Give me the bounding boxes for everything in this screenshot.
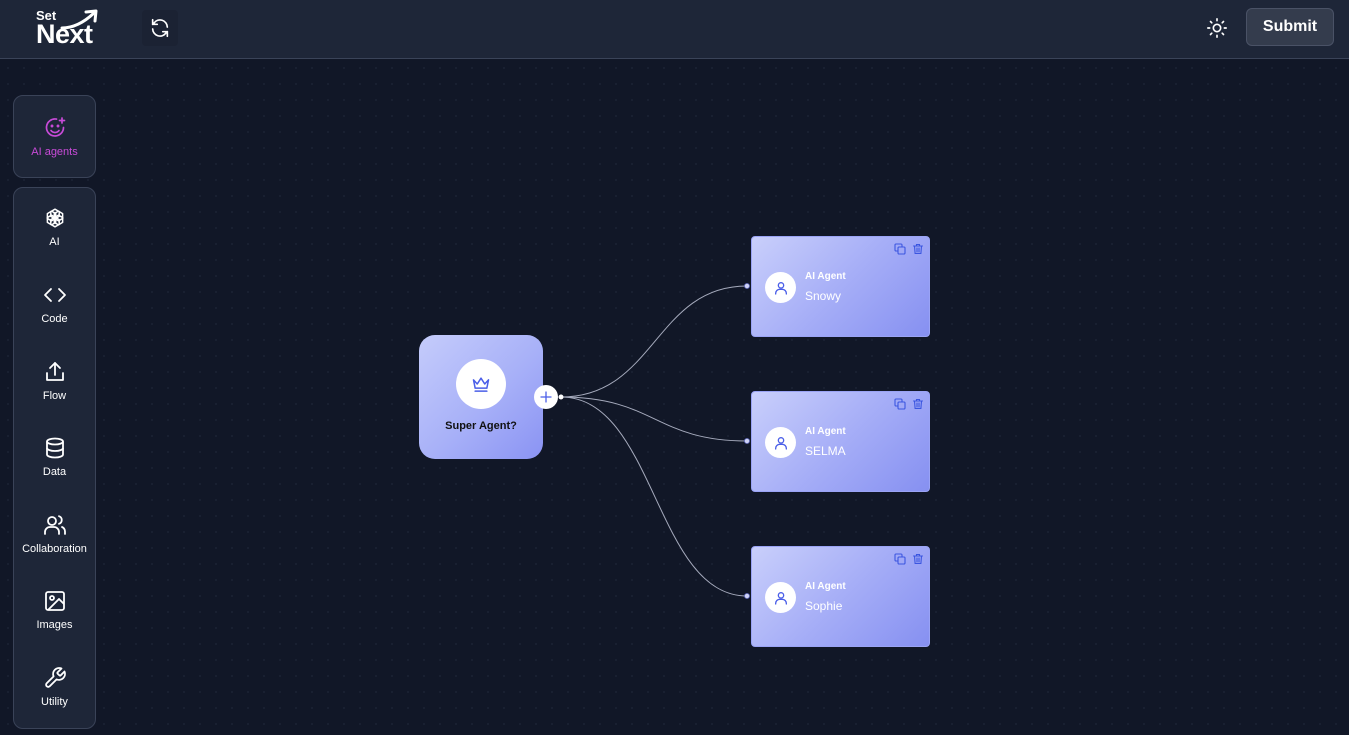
user-icon — [774, 591, 787, 605]
wrench-icon — [44, 667, 66, 688]
sidebar-item-ai[interactable]: AI — [14, 205, 95, 275]
agent-name: Sophie — [805, 599, 843, 613]
sidebar-item-flow[interactable]: Flow — [14, 359, 95, 429]
sidebar-item-label: AI agents — [31, 146, 78, 158]
super-agent-node[interactable]: Super Agent? — [419, 335, 543, 459]
super-agent-title: Super Agent? — [445, 420, 517, 432]
agent-card-selma[interactable]: AI Agent SELMA — [751, 391, 930, 492]
agent-type-label: AI Agent — [805, 581, 846, 592]
copy-icon[interactable] — [894, 243, 906, 255]
sidebar-item-label: Collaboration — [22, 543, 87, 555]
logo-arrow-icon — [60, 9, 98, 30]
copy-icon[interactable] — [894, 553, 906, 565]
top-bar: Set Next Submit — [0, 0, 1349, 59]
sidebar-item-label: AI — [49, 236, 60, 248]
agent-card-snowy[interactable]: AI Agent Snowy — [751, 236, 930, 337]
trash-icon[interactable] — [912, 243, 924, 255]
users-icon — [43, 515, 66, 535]
agent-avatar — [765, 427, 796, 458]
image-icon — [44, 591, 65, 611]
sidebar-item-data[interactable]: Data — [14, 435, 95, 505]
crown-icon — [472, 377, 490, 392]
add-agent-button[interactable] — [534, 385, 558, 409]
submit-button[interactable]: Submit — [1246, 8, 1334, 46]
agent-type-label: AI Agent — [805, 426, 846, 437]
sidebar-item-label: Utility — [41, 696, 68, 708]
trash-icon[interactable] — [912, 398, 924, 410]
flow-canvas[interactable] — [0, 60, 1349, 731]
sidebar-item-ai-agents[interactable]: AI agents — [14, 115, 95, 185]
agent-avatar — [765, 582, 796, 613]
sidebar-item-images[interactable]: Images — [14, 588, 95, 658]
ai-agents-icon — [45, 117, 65, 137]
copy-icon[interactable] — [894, 398, 906, 410]
refresh-button[interactable] — [142, 10, 178, 46]
code-icon — [43, 288, 66, 302]
agent-name: Snowy — [805, 289, 842, 303]
agent-card-sophie[interactable]: AI Agent Sophie — [751, 546, 930, 647]
setnext-logo[interactable]: Set Next — [36, 6, 106, 49]
agent-name: SELMA — [805, 444, 846, 458]
theme-toggle-button[interactable] — [1201, 12, 1233, 44]
database-icon — [45, 437, 64, 459]
agent-type-label: AI Agent — [805, 271, 846, 282]
sidebar-item-label: Code — [41, 313, 68, 325]
sidebar-item-code[interactable]: Code — [14, 282, 95, 352]
user-icon — [774, 436, 787, 450]
sidebar-top-panel: AI agents — [13, 95, 96, 178]
agent-avatar — [765, 272, 796, 303]
sidebar-main-panel: AI Code Flow Data — [13, 187, 96, 729]
sidebar-item-utility[interactable]: Utility — [14, 665, 95, 735]
sidebar-item-label: Data — [42, 466, 67, 478]
refresh-icon — [151, 18, 169, 38]
sidebar-item-collaboration[interactable]: Collaboration — [14, 512, 95, 582]
sidebar-item-label: Flow — [42, 390, 67, 402]
trash-icon[interactable] — [912, 553, 924, 565]
plus-icon — [540, 391, 552, 403]
logo-text-next: Next — [36, 19, 93, 49]
upload-icon — [45, 362, 64, 381]
user-icon — [774, 281, 787, 295]
logo-text-set: Set — [36, 8, 57, 23]
super-agent-avatar — [456, 359, 506, 409]
sidebar-item-label: Images — [36, 619, 73, 631]
sun-icon — [1207, 18, 1227, 38]
openai-icon — [46, 208, 63, 228]
